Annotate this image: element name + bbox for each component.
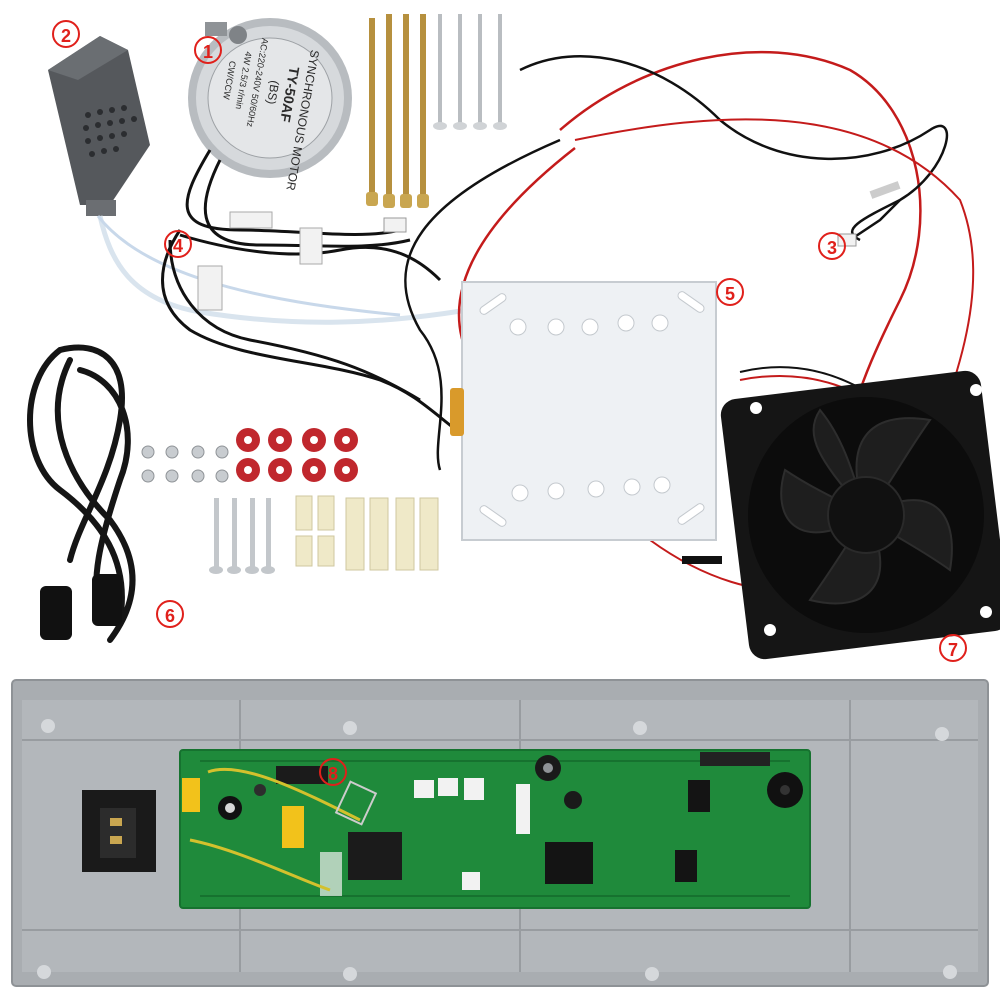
cooling-fan xyxy=(682,370,1000,660)
callout-6: 6 xyxy=(156,600,184,628)
ptc-heater-plate xyxy=(450,281,717,541)
callout-8: 8 xyxy=(319,758,347,786)
wire-harness xyxy=(161,50,975,592)
callout-1: 1 xyxy=(194,36,222,64)
callout-5: 5 xyxy=(716,278,744,306)
small-hardware xyxy=(141,428,439,574)
motor-label-line3: (BS) xyxy=(264,79,282,105)
control-board-tray xyxy=(11,679,989,987)
callout-2: 2 xyxy=(52,20,80,48)
screws-and-rods xyxy=(366,14,507,208)
callout-7: 7 xyxy=(939,634,967,662)
synchronous-motor: SYNCHRONOUS MOTOR TY-50AF (BS) AC:220-24… xyxy=(185,18,411,248)
power-cord xyxy=(27,344,136,643)
callout-3: 3 xyxy=(818,232,846,260)
callout-4: 4 xyxy=(164,230,192,258)
pcb-components xyxy=(182,752,803,896)
